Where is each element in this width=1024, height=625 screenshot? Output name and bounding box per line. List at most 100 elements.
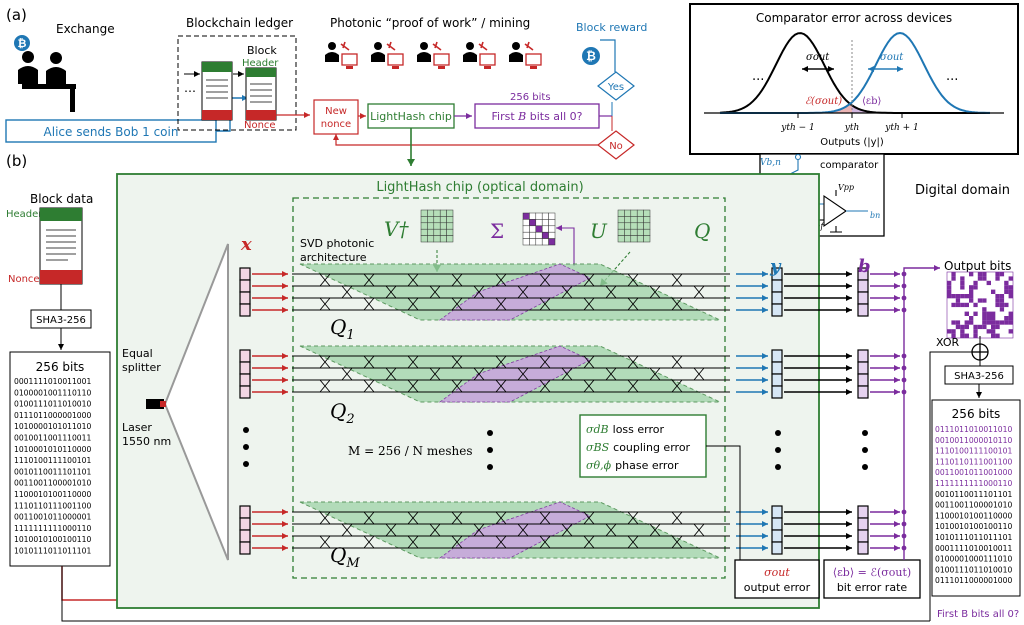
- block-data-header-label: Header: [6, 209, 43, 220]
- block-data-label: Block data: [30, 192, 93, 206]
- equal-splitter-label-1: Equal: [122, 347, 153, 360]
- input-bits-lines: 0001111010011001 0100001001110110 01001110…: [14, 377, 91, 556]
- reward-arrow: [600, 39, 616, 72]
- new-nonce-text-1: New: [325, 106, 347, 117]
- y-vector-label: y: [769, 256, 782, 277]
- svd-label-1: SVD photonic: [300, 237, 374, 250]
- x-input-vector: [239, 505, 251, 555]
- input-bits-box: [9, 351, 111, 567]
- bit-string-line: 1010111011011101: [935, 533, 1012, 542]
- block-reward-coin-icon: ₿: [582, 47, 600, 65]
- no-label: No: [609, 141, 623, 152]
- laser-label-1: Laser: [122, 421, 152, 434]
- yes-label: Yes: [607, 82, 624, 93]
- sigma-matrix: [522, 212, 556, 246]
- output-hash-bits-title: 256 bits: [952, 407, 1001, 421]
- ledger-ellipsis: …: [184, 81, 196, 95]
- bit-string-line: 1110110111001100: [935, 457, 1012, 466]
- b-bits-vector: [857, 349, 869, 399]
- qm-label: QM: [330, 543, 360, 571]
- output-error-box: [734, 559, 820, 599]
- y-output-vector: [771, 267, 783, 317]
- output-error-label: output error: [744, 581, 811, 594]
- output-bits-bus: [903, 265, 940, 560]
- bit-string-line: 0100111011010010: [935, 565, 1012, 574]
- output-bits-grid: [946, 271, 1014, 339]
- mean-bit-error-label: ⟨εb⟩: [862, 96, 881, 107]
- block-data-nonce-label: Nonce: [8, 274, 40, 285]
- bit-error-rate-box: [823, 559, 921, 599]
- vbn-label: Vb,n: [760, 158, 781, 168]
- exchange-label: Exchange: [56, 22, 115, 36]
- block-reward-label: Block reward: [576, 21, 647, 34]
- comparator-title: comparator: [820, 160, 879, 171]
- alice-transaction-text: Alice sends Bob 1 coin: [44, 125, 179, 139]
- b-bits-vector: [857, 505, 869, 555]
- new-nonce-text-2: nonce: [321, 119, 351, 130]
- sigma-label: Σ: [490, 219, 504, 243]
- bit-string-line: 0111011000001000: [935, 576, 1012, 585]
- ledger-block-previous: [201, 61, 233, 121]
- bn-label: bn: [870, 211, 880, 220]
- input-bits-to-xor-line: [61, 566, 930, 622]
- panel-a-label: (a): [6, 6, 27, 24]
- mesh-vertical-dots: [243, 427, 868, 470]
- sha3-256-right: SHA3-256: [954, 371, 1004, 382]
- lighthash-chip-text: LightHash chip: [370, 110, 452, 123]
- photonic-meshes: [239, 263, 907, 559]
- bit-error-rate-label: bit error rate: [837, 581, 908, 594]
- retry-arrow: [333, 134, 598, 146]
- u-matrix: [617, 209, 651, 243]
- bit-string-line: 0011001100001010: [935, 501, 1012, 510]
- meshes-label: M = 256 / N meshes: [348, 444, 473, 458]
- output-bits-label: Output bits: [944, 259, 1011, 273]
- laser-label-2: 1550 nm: [122, 435, 171, 448]
- x-input-vector: [239, 267, 251, 317]
- bit-string-line: 0111011010011010: [935, 425, 1012, 434]
- x-input-vector: [239, 349, 251, 399]
- comparator-error-title: Comparator error across devices: [756, 11, 952, 25]
- q2-label: Q2: [330, 399, 355, 427]
- first-b-bits-text: First B bits all 0?: [491, 110, 582, 123]
- lighthash-chip-title: LightHash chip (optical domain): [376, 180, 583, 195]
- output-hash-bits-box: [931, 399, 1021, 597]
- y-output-vector: [771, 505, 783, 555]
- bit-string-line: 1110100111100101: [935, 447, 1012, 456]
- bit-string-line: 1100010100110000: [935, 511, 1012, 520]
- bit-string-line: 0100111011010010: [14, 400, 91, 409]
- tick-yth-plus-1: yth + 1: [884, 123, 919, 133]
- sigma-out-right: σout: [880, 52, 904, 63]
- block-label: Block: [247, 44, 277, 57]
- panel-b-label: (b): [6, 152, 27, 170]
- bit-string-line: 0111011000001000: [14, 411, 91, 420]
- lighthash-chip-box: [367, 103, 455, 129]
- block-data-document: [39, 207, 83, 285]
- yes-decision: [597, 71, 635, 101]
- bit-string-line: 1111111111000110: [14, 524, 91, 533]
- bit-string-line: 0100001000111010: [935, 555, 1012, 564]
- b-vector-label: b: [858, 256, 871, 277]
- ledger-block-current: [245, 67, 277, 121]
- bitcoin-coin-icon: ₿: [14, 35, 30, 51]
- q1-label: Q1: [330, 315, 355, 343]
- eps-b-label: ⟨εb⟩ = ℰ(σout): [833, 566, 911, 579]
- bit-string-line: 0001111010011001: [14, 377, 91, 386]
- bit-string-line: 0100001001110110: [14, 388, 91, 397]
- bit-string-line: 1010001010110000: [14, 445, 91, 454]
- bit-string-line: 1010010100100110: [14, 535, 91, 544]
- xor-symbol: [971, 343, 989, 361]
- bit-string-line: 1110100111100101: [14, 456, 91, 465]
- sha3-256-left: SHA3-256: [36, 315, 86, 326]
- v-dagger-matrix: [420, 209, 454, 243]
- error-sources-box: [579, 414, 707, 478]
- laser-icon: [146, 399, 164, 409]
- v-dagger-label: V†: [384, 217, 409, 241]
- xor-label: XOR: [936, 336, 959, 349]
- bit-string-line: 0011001100001010: [14, 479, 91, 488]
- bit-string-line: 0001111010010011: [935, 544, 1012, 553]
- b-bits-vector: [857, 267, 869, 317]
- svg-text:₿: ₿: [586, 49, 596, 63]
